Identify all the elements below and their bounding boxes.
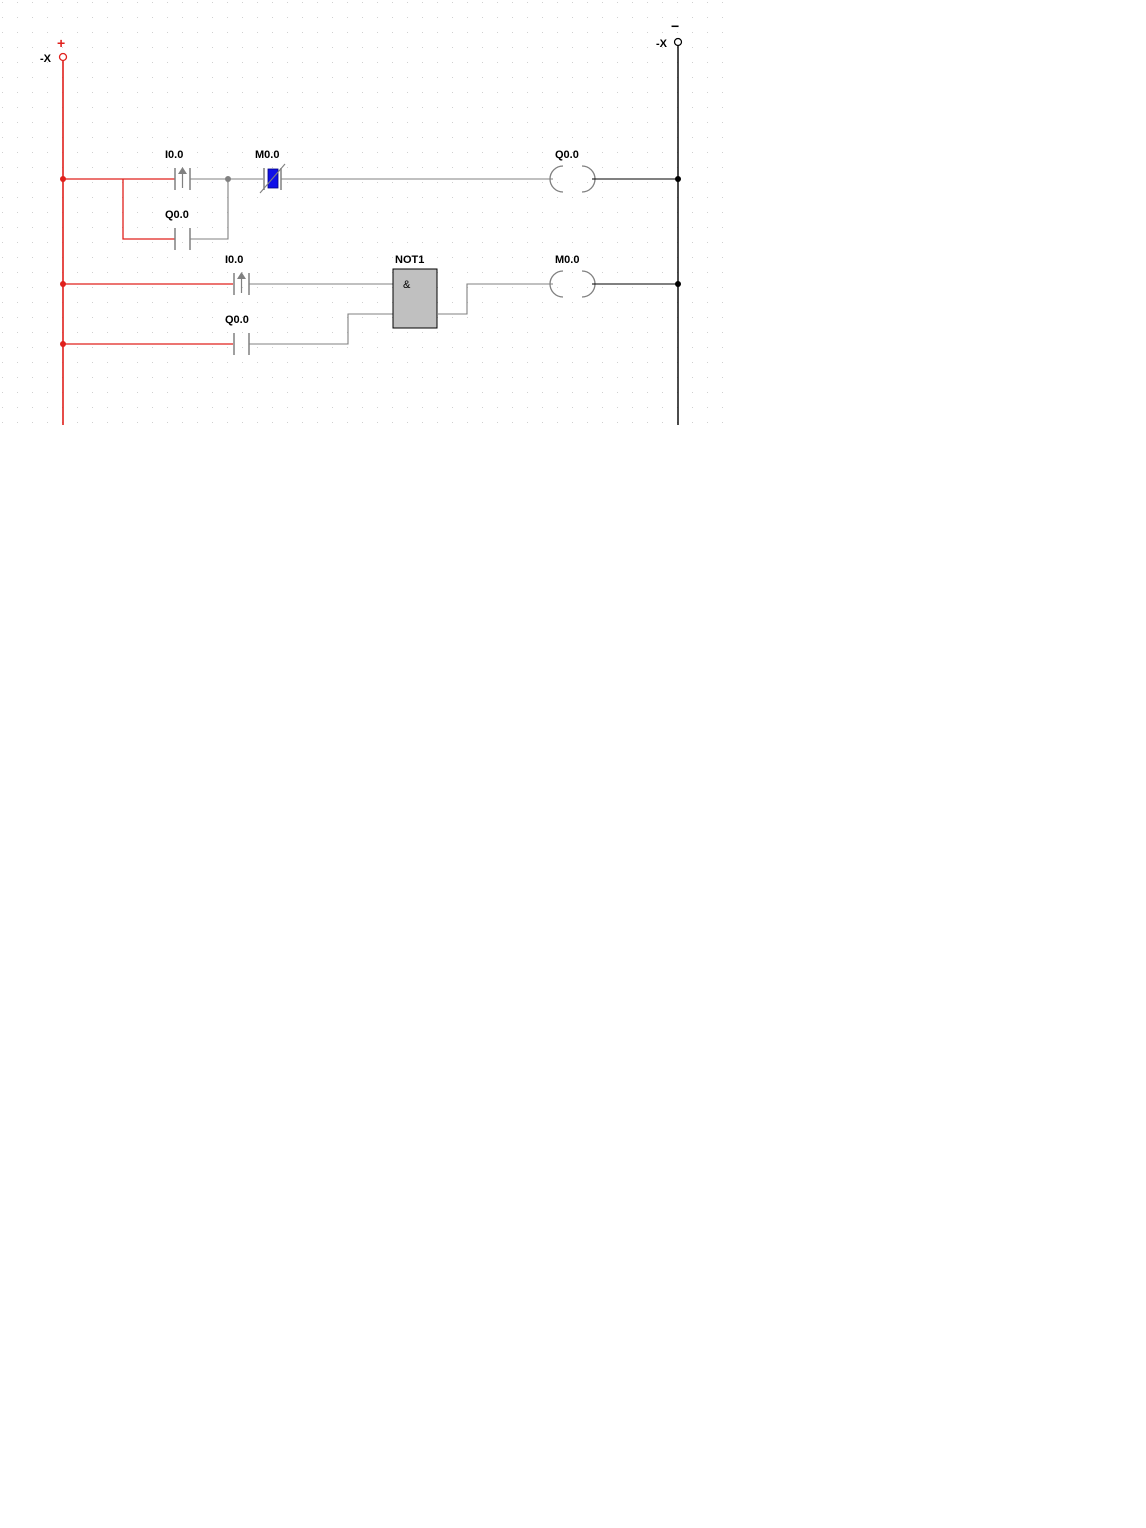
contact-label: M0.0 [255,149,279,161]
right-power-rail[interactable]: − -X [656,18,683,425]
function-block-not1[interactable]: NOT1 & [392,254,438,329]
contact-label: I0.0 [165,149,183,161]
left-power-rail[interactable]: + -X [40,35,68,425]
right-rail-polarity: − [671,18,679,34]
rung-2: I0.0 Q0.0 NOT1 & M0.0 [63,254,678,355]
coil-q0-0[interactable]: Q0.0 [549,149,596,193]
contact-label: I0.0 [225,254,243,266]
left-rail-terminal[interactable] [58,52,68,62]
ladder-diagram-canvas: + -X − -X I0.0 Q0.0 [0,0,730,430]
coil-m0-0[interactable]: M0.0 [549,254,596,298]
dot-grid-background [0,0,730,430]
contact-label: Q0.0 [165,209,189,221]
left-rail-polarity: + [57,35,65,51]
right-rail-name: -X [656,38,668,50]
rung1-branch-wire-energized [122,179,175,240]
right-rail-terminal[interactable] [673,37,683,47]
ladder-diagram: + -X − -X I0.0 Q0.0 [0,0,730,430]
contact-label: Q0.0 [225,314,249,326]
contact-m0-0-nc[interactable]: M0.0 [255,149,286,194]
block-symbol: & [403,279,411,291]
block-name: NOT1 [395,254,424,266]
coil-label: M0.0 [555,254,579,266]
contact-i0-0-edge-2[interactable]: I0.0 [225,254,250,295]
block-body [392,268,438,329]
rung-1: I0.0 Q0.0 M0.0 Q0.0 [63,149,678,250]
coil-label: Q0.0 [555,149,579,161]
left-rail-name: -X [40,53,52,65]
